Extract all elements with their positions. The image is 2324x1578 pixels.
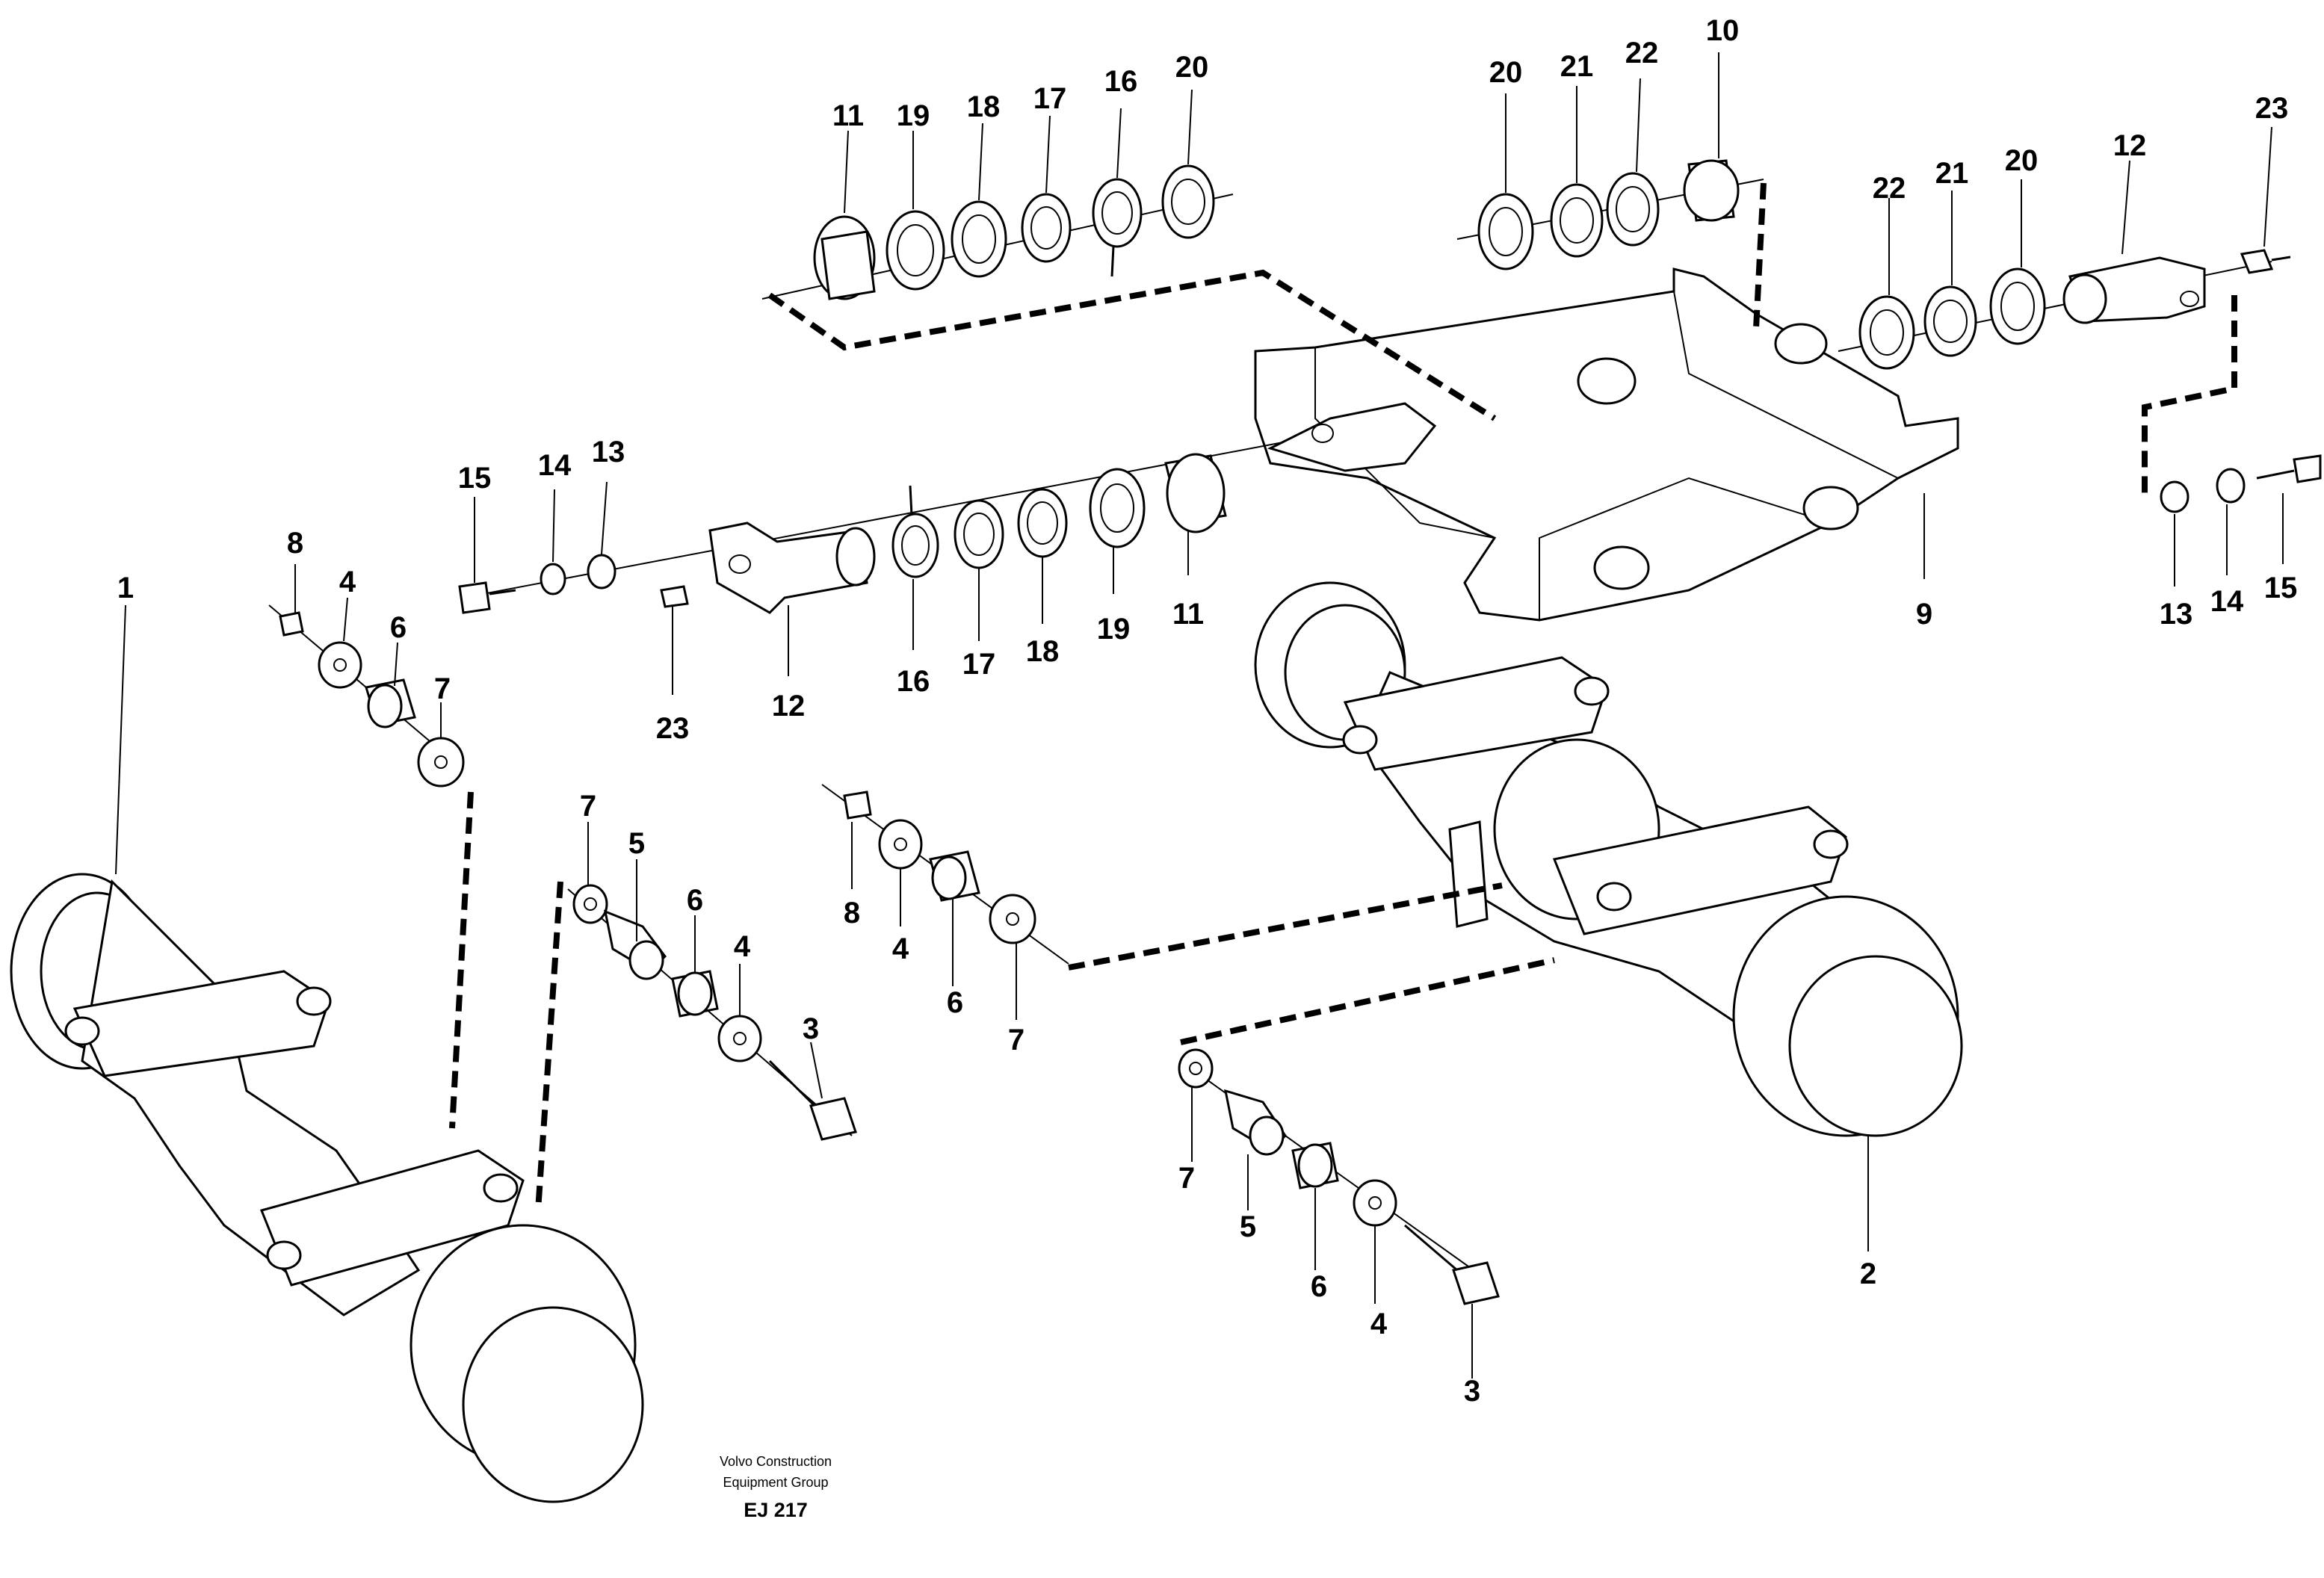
left-lower-bolt-stack bbox=[567, 884, 857, 1141]
callout-11: 11 bbox=[1172, 598, 1204, 631]
callout-18: 18 bbox=[1026, 635, 1060, 668]
left-bushing-stack bbox=[268, 604, 465, 788]
callout-9: 9 bbox=[1916, 598, 1932, 631]
callout-23: 23 bbox=[656, 712, 690, 745]
figure-code: EJ 217 bbox=[744, 1499, 808, 1521]
callout-20: 20 bbox=[2005, 144, 2039, 177]
callout-labels: 11 19 18 17 16 20 20 21 22 10 22 21 20 1… bbox=[117, 14, 2297, 1408]
figure-credit: Volvo Construction Equipment Group EJ 21… bbox=[720, 1454, 832, 1521]
callout-12: 12 bbox=[772, 690, 806, 723]
center-bushing-stack bbox=[821, 784, 1069, 965]
callout-11: 11 bbox=[832, 99, 864, 132]
callout-6: 6 bbox=[947, 986, 963, 1019]
callout-6: 6 bbox=[687, 884, 703, 917]
credit-line-2: Equipment Group bbox=[723, 1475, 828, 1490]
callout-17: 17 bbox=[1033, 82, 1067, 115]
bogie-frame bbox=[1254, 267, 1959, 622]
callout-18: 18 bbox=[967, 90, 1001, 123]
callout-4: 4 bbox=[734, 930, 751, 963]
callout-4: 4 bbox=[339, 566, 356, 598]
callout-8: 8 bbox=[844, 897, 860, 929]
callout-15: 15 bbox=[2264, 572, 2298, 604]
callout-1: 1 bbox=[117, 572, 134, 604]
callout-22: 22 bbox=[1873, 172, 1906, 205]
callout-23: 23 bbox=[2255, 92, 2289, 125]
upper-right-pin-stack bbox=[1838, 249, 2291, 370]
callout-16: 16 bbox=[1104, 65, 1138, 98]
callout-15: 15 bbox=[458, 462, 492, 495]
callout-22: 22 bbox=[1625, 37, 1659, 69]
callout-5: 5 bbox=[1240, 1210, 1256, 1243]
credit-line-1: Volvo Construction bbox=[720, 1454, 832, 1469]
callout-8: 8 bbox=[287, 527, 303, 560]
callout-4: 4 bbox=[1370, 1308, 1388, 1340]
axle-right bbox=[1254, 581, 1963, 1137]
callout-19: 19 bbox=[1097, 613, 1131, 646]
callout-20: 20 bbox=[1489, 56, 1523, 89]
callout-6: 6 bbox=[1311, 1270, 1327, 1303]
callout-14: 14 bbox=[2210, 585, 2244, 618]
callout-17: 17 bbox=[962, 648, 996, 681]
callout-5: 5 bbox=[628, 827, 645, 860]
leader-lines bbox=[115, 52, 2284, 1379]
assembly-dashed-lines bbox=[449, 182, 2237, 1211]
callout-3: 3 bbox=[803, 1012, 819, 1045]
callout-19: 19 bbox=[897, 99, 930, 132]
callout-21: 21 bbox=[1935, 157, 1969, 190]
callout-3: 3 bbox=[1464, 1375, 1480, 1408]
callout-12: 12 bbox=[2113, 129, 2147, 162]
center-pin-stack bbox=[458, 402, 1437, 614]
callout-16: 16 bbox=[897, 665, 930, 698]
upper-mid-bushing-stack bbox=[1456, 159, 1764, 270]
right-lower-bolt-stack bbox=[1178, 1048, 1500, 1305]
callout-20: 20 bbox=[1175, 51, 1209, 84]
axle-left bbox=[10, 873, 644, 1503]
callout-4: 4 bbox=[892, 932, 909, 965]
callout-6: 6 bbox=[390, 611, 407, 644]
callout-14: 14 bbox=[538, 449, 572, 482]
upper-left-bushing-stack bbox=[761, 164, 1234, 300]
callout-7: 7 bbox=[1008, 1024, 1025, 1056]
callout-7: 7 bbox=[580, 790, 596, 823]
callout-10: 10 bbox=[1706, 14, 1740, 47]
callout-2: 2 bbox=[1860, 1257, 1876, 1290]
callout-13: 13 bbox=[592, 436, 625, 468]
right-bolt-stack bbox=[2160, 454, 2322, 513]
callout-7: 7 bbox=[1178, 1162, 1195, 1195]
callout-7: 7 bbox=[434, 672, 451, 705]
callout-13: 13 bbox=[2160, 598, 2193, 631]
callout-21: 21 bbox=[1560, 50, 1594, 83]
